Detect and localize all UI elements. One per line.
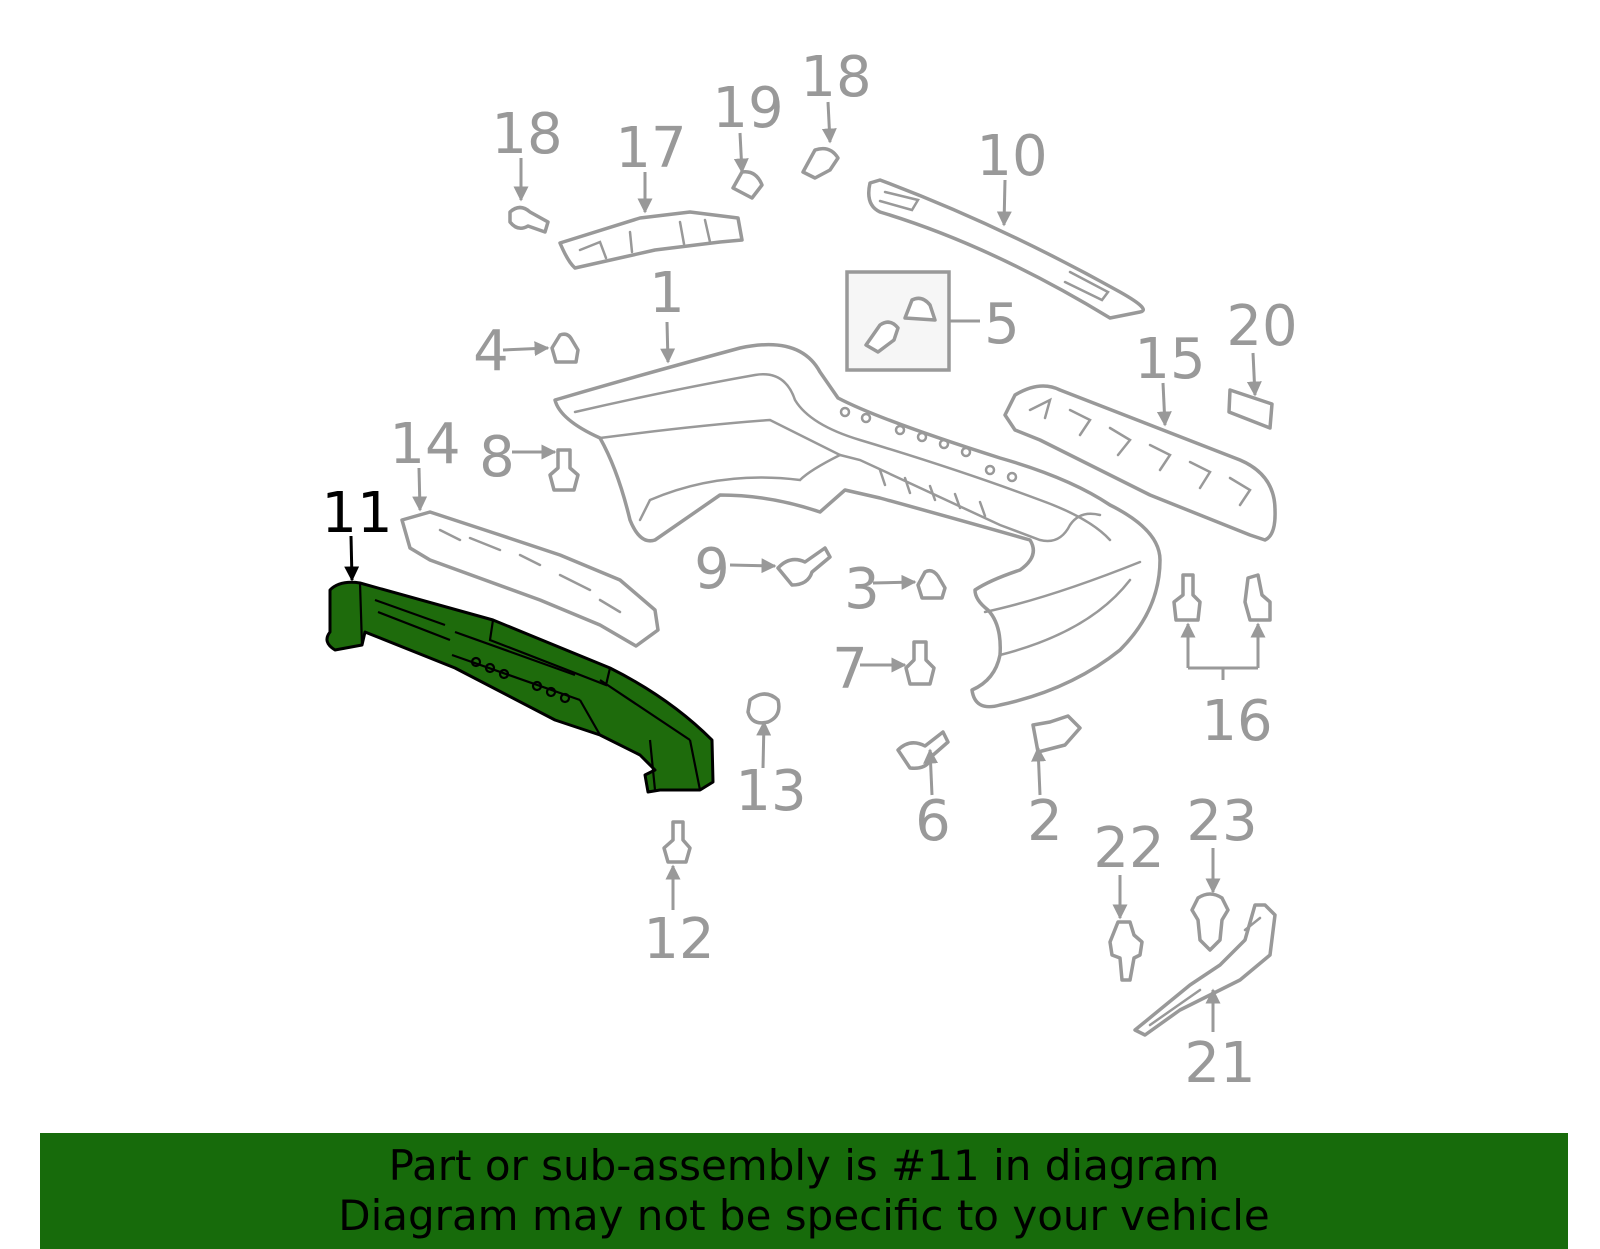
callout-18-right: 18 <box>800 45 871 110</box>
callout-15: 15 <box>1134 327 1205 392</box>
callout-5: 5 <box>984 292 1020 357</box>
banner-line-disclaimer: Diagram may not be specific to your vehi… <box>338 1191 1270 1240</box>
callout-labels: 1 2 3 4 5 6 7 8 9 10 11 12 13 14 15 16 1… <box>321 45 1297 1096</box>
callout-13: 13 <box>735 759 806 824</box>
callout-14: 14 <box>389 412 460 477</box>
callout-9: 9 <box>694 537 730 602</box>
part-15-absorber <box>1003 384 1277 542</box>
callout-8: 8 <box>479 425 515 490</box>
callout-6: 6 <box>915 789 951 854</box>
callout-23: 23 <box>1186 789 1257 854</box>
callout-1: 1 <box>649 261 685 326</box>
info-banner: Part or sub-assembly is #11 in diagram D… <box>40 1133 1568 1249</box>
fasteners <box>508 146 1272 982</box>
callout-7: 7 <box>832 637 868 702</box>
part-1-bumper-cover <box>553 342 1162 709</box>
callout-3: 3 <box>844 557 880 622</box>
part-17-bracket <box>558 210 744 270</box>
callout-10: 10 <box>976 124 1047 189</box>
callout-22: 22 <box>1093 816 1164 881</box>
callout-12: 12 <box>643 907 714 972</box>
callout-17: 17 <box>615 116 686 181</box>
callout-4: 4 <box>473 319 509 384</box>
part-21-molding <box>1133 903 1277 1037</box>
callout-21: 21 <box>1184 1031 1255 1096</box>
callout-11: 11 <box>321 481 392 546</box>
callout-20: 20 <box>1226 294 1297 359</box>
part-10-upper-strip <box>867 178 1145 320</box>
part-14-absorber <box>400 510 660 648</box>
callout-19: 19 <box>712 76 783 141</box>
callout-2: 2 <box>1027 789 1063 854</box>
leader-lines <box>344 101 1266 1032</box>
part-20-reflector <box>1227 388 1274 430</box>
banner-line-part: Part or sub-assembly is #11 in diagram <box>388 1141 1220 1190</box>
callout-16: 16 <box>1201 689 1272 754</box>
callout-18-left: 18 <box>491 102 562 167</box>
part-5-inset-box <box>845 270 980 372</box>
part-11-reinforcement <box>325 580 715 794</box>
